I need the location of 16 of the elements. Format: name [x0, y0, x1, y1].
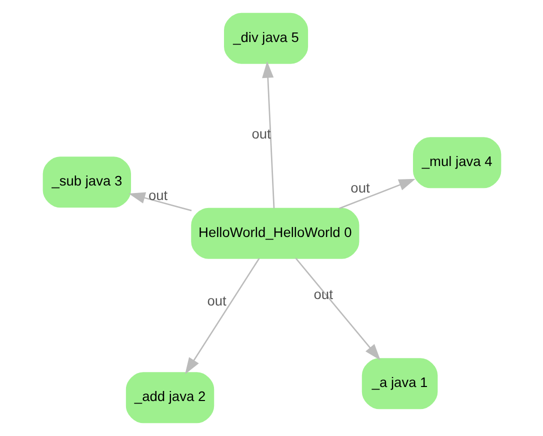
edge-label: out — [148, 188, 168, 203]
node-box: _a java 1 — [361, 358, 438, 410]
node-box: HelloWorld_HelloWorld 0 — [190, 208, 359, 259]
arrow — [184, 258, 260, 374]
edge-label: out — [251, 126, 270, 142]
arrow — [338, 178, 415, 210]
node-box: _div java 5 — [224, 12, 308, 64]
arrow — [294, 258, 380, 360]
node-box: _sub java 3 — [42, 156, 131, 208]
node-box: _add java 2 — [125, 372, 214, 424]
arrow — [262, 61, 274, 208]
edge-label: out — [313, 286, 332, 302]
edge-label: out — [206, 293, 226, 308]
edge-label: out — [350, 180, 370, 196]
arrow — [128, 192, 192, 212]
node-box: _mul java 4 — [412, 137, 501, 188]
